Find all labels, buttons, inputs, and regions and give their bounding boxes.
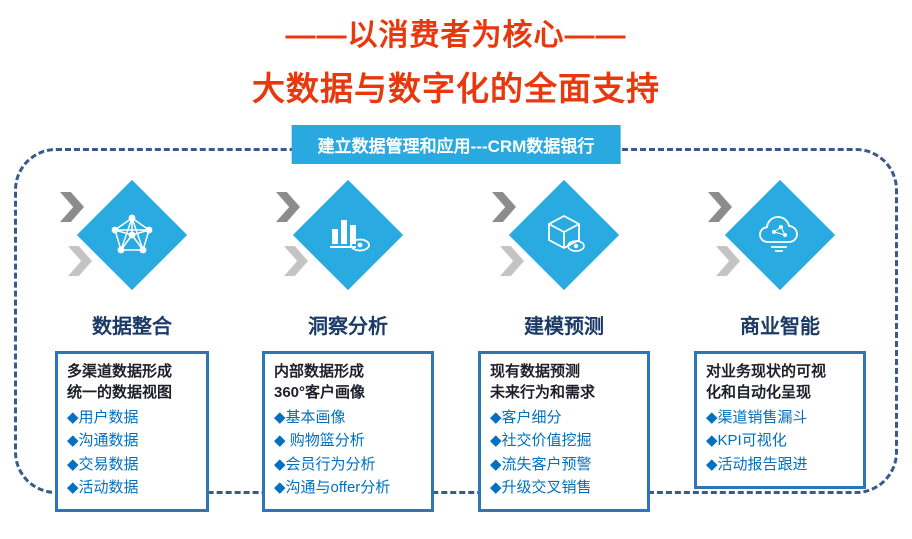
list-item: ◆交易数据: [67, 455, 139, 473]
list-item: ◆升级交叉销售: [490, 478, 592, 496]
network-graph-icon: [106, 209, 158, 261]
item-list: ◆客户细分 ◆社交价值挖掘 ◆流失客户预警 ◆升级交叉销售: [490, 406, 638, 499]
cloud-network-icon: [754, 209, 806, 261]
list-item: ◆基本画像: [274, 409, 346, 426]
chevron-right-icon: [60, 192, 84, 222]
diamond-badge: [76, 179, 188, 291]
list-item: ◆社交价值挖掘: [490, 432, 592, 450]
list-item: ◆客户细分: [490, 409, 562, 426]
title-line1: ——以消费者为核心——: [285, 19, 627, 52]
diamond-badge: [508, 179, 620, 291]
list-item: ◆用户数据: [67, 409, 139, 426]
chevron-right-icon: [716, 246, 740, 276]
column-heading: 商业智能: [740, 316, 820, 338]
list-item: ◆活动数据: [67, 478, 139, 496]
column-modeling-prediction: 建模预测 现有数据预测 未来行为和需求 ◆客户细分 ◆社交价值挖掘 ◆流失客户预…: [456, 168, 672, 512]
list-item: ◆KPI可视化: [706, 432, 787, 450]
list-item: ◆ 购物篮分析: [274, 432, 365, 450]
column-data-integration: 数据整合 多渠道数据形成 统一的数据视图 ◆用户数据 ◆沟通数据 ◆交易数据 ◆…: [24, 168, 240, 512]
list-item: ◆沟通数据: [67, 432, 139, 450]
item-list: ◆渠道销售漏斗 ◆KPI可视化 ◆活动报告跟进: [706, 406, 854, 476]
chevron-right-icon: [708, 192, 732, 222]
chevron-right-icon: [276, 192, 300, 222]
banner: 建立数据管理和应用---CRM数据银行: [291, 125, 621, 164]
info-box: 内部数据形成 360°客户画像 ◆基本画像 ◆ 购物篮分析 ◆会员行为分析 ◆沟…: [262, 351, 434, 512]
columns-row: 数据整合 多渠道数据形成 统一的数据视图 ◆用户数据 ◆沟通数据 ◆交易数据 ◆…: [24, 168, 888, 512]
bar-chart-eye-icon: [322, 209, 374, 261]
title-line2: 大数据与数字化的全面支持: [252, 70, 660, 107]
column-heading: 洞察分析: [308, 316, 388, 338]
info-box-title: 对业务现状的可视 化和自动化呈现: [706, 363, 827, 401]
column-heading: 建模预测: [524, 316, 604, 338]
list-item: ◆流失客户预警: [490, 455, 592, 473]
chevron-right-icon: [492, 192, 516, 222]
column-heading: 数据整合: [92, 316, 172, 338]
info-box-title: 多渠道数据形成 统一的数据视图: [67, 363, 173, 401]
list-item: ◆活动报告跟进: [706, 455, 808, 473]
icon-area: [52, 168, 212, 302]
info-box-title: 现有数据预测 未来行为和需求: [490, 363, 596, 401]
chevron-right-icon: [68, 246, 92, 276]
info-box: 多渠道数据形成 统一的数据视图 ◆用户数据 ◆沟通数据 ◆交易数据 ◆活动数据: [55, 351, 209, 512]
column-insight-analysis: 洞察分析 内部数据形成 360°客户画像 ◆基本画像 ◆ 购物篮分析 ◆会员行为…: [240, 168, 456, 512]
column-business-intelligence: 商业智能 对业务现状的可视 化和自动化呈现 ◆渠道销售漏斗 ◆KPI可视化 ◆活…: [672, 168, 888, 512]
item-list: ◆用户数据 ◆沟通数据 ◆交易数据 ◆活动数据: [67, 406, 197, 499]
info-box: 现有数据预测 未来行为和需求 ◆客户细分 ◆社交价值挖掘 ◆流失客户预警 ◆升级…: [478, 351, 650, 512]
list-item: ◆会员行为分析: [274, 455, 376, 473]
chevron-right-icon: [500, 246, 524, 276]
cube-eye-icon: [538, 209, 590, 261]
icon-area: [268, 168, 428, 302]
diamond-badge: [724, 179, 836, 291]
info-box: 对业务现状的可视 化和自动化呈现 ◆渠道销售漏斗 ◆KPI可视化 ◆活动报告跟进: [694, 351, 866, 489]
page-title: ——以消费者为核心—— 大数据与数字化的全面支持: [0, 10, 912, 110]
icon-area: [700, 168, 860, 302]
list-item: ◆沟通与offer分析: [274, 478, 391, 496]
chevron-right-icon: [284, 246, 308, 276]
list-item: ◆渠道销售漏斗: [706, 409, 808, 426]
info-box-title: 内部数据形成 360°客户画像: [274, 363, 366, 401]
icon-area: [484, 168, 644, 302]
item-list: ◆基本画像 ◆ 购物篮分析 ◆会员行为分析 ◆沟通与offer分析: [274, 406, 422, 499]
diamond-badge: [292, 179, 404, 291]
